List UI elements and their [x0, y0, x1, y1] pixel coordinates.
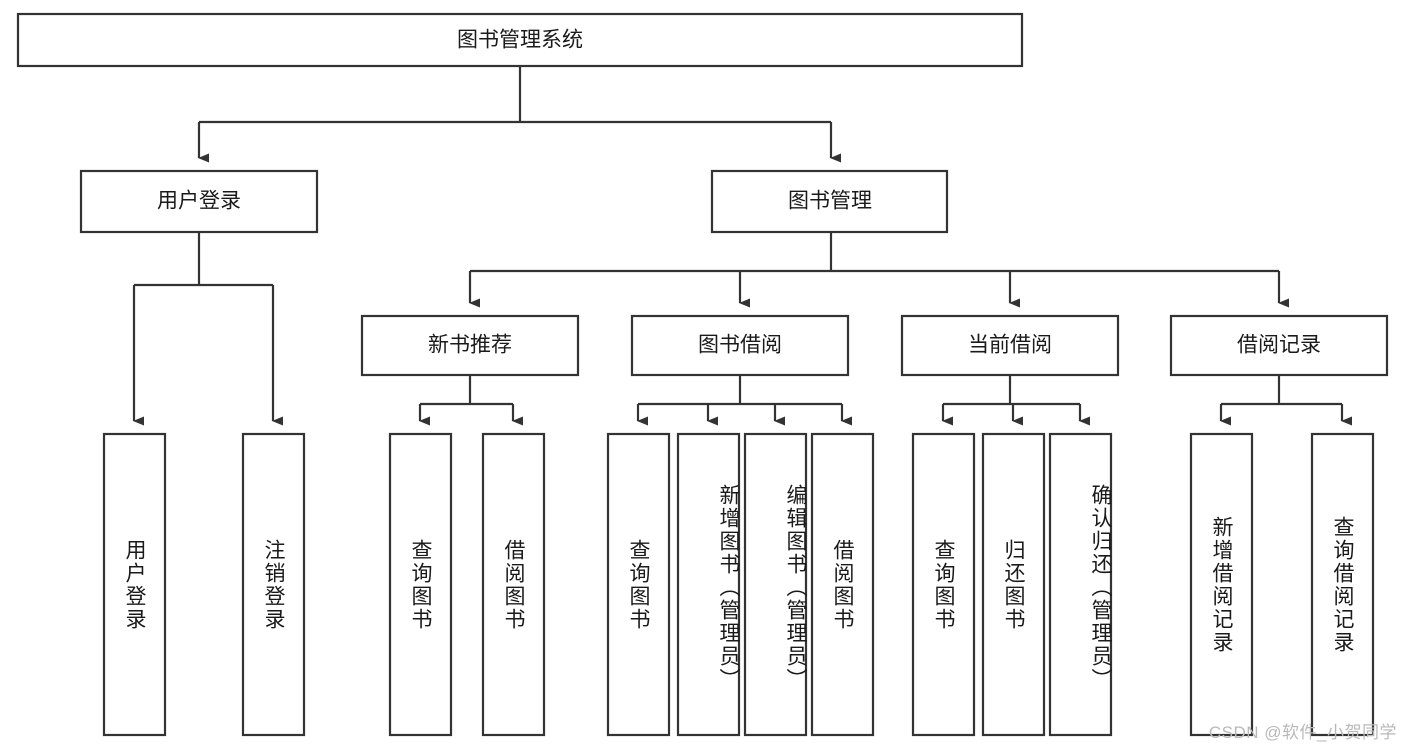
- leaf-user-login-box[interactable]: [102, 432, 167, 737]
- leaf-query-borrow-record-box[interactable]: [1310, 432, 1375, 737]
- connectors: [132, 66, 1352, 426]
- node-book-manage-box[interactable]: [710, 169, 949, 234]
- node-book-borrow-box[interactable]: [630, 314, 850, 377]
- node-book-manage[interactable]: 图书管理: [710, 169, 949, 234]
- node-root-label: 图书管理系统: [457, 29, 583, 52]
- leaf-add-borrow-record-box[interactable]: [1189, 432, 1254, 737]
- node-user-login[interactable]: 用户登录: [79, 169, 319, 234]
- node-root[interactable]: 图书管理系统: [16, 12, 1024, 68]
- leaf-add-book-admin-box[interactable]: [676, 432, 741, 737]
- leaf-query-book-2-box[interactable]: [606, 432, 671, 737]
- leaf-borrow-book-1-box[interactable]: [481, 432, 546, 737]
- node-root-box[interactable]: [16, 12, 1024, 68]
- node-new-book-recommend-label: 新书推荐: [428, 334, 512, 357]
- node-user-login-label: 用户登录: [157, 190, 241, 213]
- leaf-query-book-1-box[interactable]: [388, 432, 453, 737]
- node-borrow-record[interactable]: 借阅记录: [1169, 314, 1389, 377]
- node-book-manage-label: 图书管理: [788, 190, 872, 213]
- node-current-borrow-box[interactable]: [900, 314, 1120, 377]
- node-new-book-recommend-box[interactable]: [360, 314, 580, 377]
- leaf-edit-book-admin-box[interactable]: [743, 432, 808, 737]
- node-current-borrow-label: 当前借阅: [968, 334, 1052, 357]
- node-new-book-recommend[interactable]: 新书推荐: [360, 314, 580, 377]
- leaf-confirm-return-admin-box[interactable]: [1048, 432, 1113, 737]
- leaf-return-book-box[interactable]: [981, 432, 1046, 737]
- leaf-logout-login-box[interactable]: [241, 432, 306, 737]
- leaf-borrow-book-2-box[interactable]: [810, 432, 875, 737]
- node-current-borrow[interactable]: 当前借阅: [900, 314, 1120, 377]
- node-book-borrow-label: 图书借阅: [698, 334, 782, 357]
- node-borrow-record-box[interactable]: [1169, 314, 1389, 377]
- csdn-watermark: CSDN @软件_小贺同学: [1208, 723, 1397, 742]
- leaf-query-book-3-box[interactable]: [911, 432, 976, 737]
- node-borrow-record-label: 借阅记录: [1237, 334, 1321, 357]
- node-book-borrow[interactable]: 图书借阅: [630, 314, 850, 377]
- node-user-login-box[interactable]: [79, 169, 319, 234]
- leaf-boxes: [102, 432, 1375, 737]
